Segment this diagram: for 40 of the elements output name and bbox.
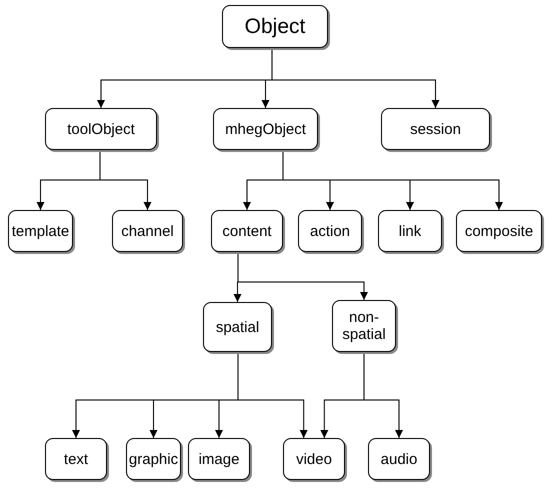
class-box	[283, 438, 345, 480]
class-box	[45, 438, 107, 480]
class-name: spatial	[216, 318, 260, 336]
class-box	[368, 438, 430, 480]
class-box	[332, 300, 396, 352]
class-box	[298, 210, 362, 252]
class-name: channel	[121, 222, 174, 240]
class-box	[188, 438, 250, 480]
class-box	[456, 210, 542, 252]
class-box	[8, 210, 73, 252]
class-box	[213, 108, 318, 150]
class-name: mhegObject	[225, 120, 306, 138]
class-name: image	[198, 450, 240, 468]
class-name: text	[64, 450, 88, 468]
class-box	[112, 210, 183, 252]
arrow	[272, 48, 440, 108]
arrow	[364, 352, 403, 438]
class-name: non-spatial	[341, 309, 387, 343]
class-name: session	[410, 120, 461, 138]
arrow	[282, 150, 503, 210]
class-name: action	[310, 222, 350, 240]
class-box	[378, 210, 442, 252]
class-name: Object	[244, 14, 306, 38]
class-name: link	[398, 222, 422, 240]
class-box	[203, 302, 272, 352]
class-box	[126, 438, 181, 480]
class-name: graphic	[128, 450, 178, 468]
class-name: composite	[464, 222, 534, 240]
class-name: audio	[380, 450, 418, 468]
class-name: video	[296, 450, 332, 468]
class-box	[222, 5, 328, 48]
arrow	[238, 352, 308, 438]
class-box	[381, 108, 490, 150]
arrow	[100, 150, 152, 210]
arrow	[238, 252, 368, 300]
class-box	[211, 210, 283, 252]
class-name: content	[222, 222, 272, 240]
class-name: toolObject	[67, 120, 135, 138]
class-name: template	[12, 222, 70, 240]
class-box	[45, 108, 157, 150]
